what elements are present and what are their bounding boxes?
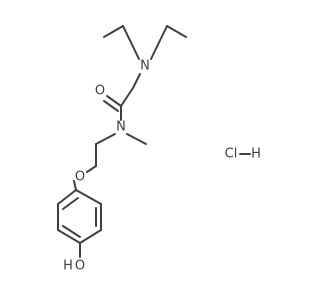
bond-ether-o-ring [73,180,77,191]
atom-hcl-cl: Cl [225,147,238,162]
chemical-structure: N O N O O H Cl H [57,25,261,274]
ring-double-2 [62,225,81,238]
ring-bond-1 [57,189,77,205]
bond-ch2-co [120,87,134,107]
bond-ethyl2-ch3 [166,25,187,38]
atom-phenol-o: O [75,259,85,274]
bond-ethyl1-ch2 [122,25,140,60]
bond-amide-n-methyl [126,133,147,145]
atom-carbonyl-o: O [95,84,105,99]
bond-carbonyl-2 [103,100,119,112]
bond-n-ch2 [132,73,141,89]
structure-canvas: N O N O O H Cl H [57,25,261,274]
ring-double-1 [62,197,79,210]
bond-ethyl2-ch2 [150,25,168,60]
ring-bond-6 [75,189,102,205]
ring-bond-4 [79,229,102,244]
bond-ch2-ether-o [86,165,97,173]
bond-carbonyl-1 [106,95,122,107]
atom-phenol-h: H [63,259,73,274]
bond-amide-n-ch2 [95,133,116,145]
atom-amine-n: N [140,59,150,74]
atom-hcl-h: H [251,147,261,162]
bond-ethyl1-ch3 [103,25,124,38]
ring-bond-3 [57,229,81,244]
atom-amide-n: N [116,120,126,135]
atom-ether-o: O [75,170,85,185]
